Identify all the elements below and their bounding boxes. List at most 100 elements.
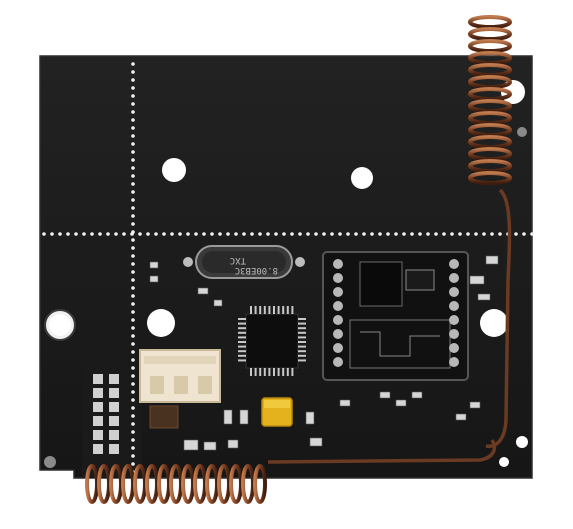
smd-part — [477, 293, 491, 301]
silk-dot — [218, 232, 222, 236]
silk-dot — [131, 462, 135, 466]
silk-dot — [370, 232, 374, 236]
smd-part — [305, 411, 315, 425]
silk-dot — [131, 238, 135, 242]
silk-dot — [131, 406, 135, 410]
silk-dot — [442, 232, 446, 236]
silk-dot — [194, 232, 198, 236]
header-pad — [109, 374, 119, 384]
header-pad — [93, 402, 103, 412]
module-pad — [333, 287, 343, 297]
silk-dot — [131, 414, 135, 418]
silk-dot — [458, 232, 462, 236]
silk-dot — [131, 302, 135, 306]
silk-dot — [131, 134, 135, 138]
mcu-pin — [238, 350, 246, 353]
module-pad — [333, 357, 343, 367]
mcu-pin — [238, 318, 246, 320]
mcu-pin — [268, 368, 271, 376]
mounting-hole — [147, 309, 175, 337]
silk-dot — [474, 232, 478, 236]
silk-dot — [346, 232, 350, 236]
silk-dot — [82, 232, 86, 236]
mcu-pin — [298, 341, 306, 343]
silk-dot — [131, 422, 135, 426]
header-pad — [93, 416, 103, 426]
mcu-pin — [298, 327, 306, 330]
silk-dot — [250, 232, 254, 236]
silk-dot — [131, 366, 135, 370]
silk-dot — [378, 232, 382, 236]
silk-dot — [242, 232, 246, 236]
mcu-pin — [298, 322, 306, 325]
silk-dot — [522, 232, 526, 236]
silk-dot — [274, 232, 278, 236]
silk-dot — [306, 232, 310, 236]
mcu-pin — [238, 354, 246, 357]
mounting-hole — [480, 309, 508, 337]
silk-dot — [131, 174, 135, 178]
coil-turn — [253, 464, 267, 504]
module-pad — [333, 329, 343, 339]
coil-turn — [468, 171, 512, 185]
module-pad — [449, 315, 459, 325]
silk-dot — [146, 232, 150, 236]
silk-dot — [434, 232, 438, 236]
silk-dot — [131, 62, 135, 66]
silk-dot — [131, 78, 135, 82]
crystal-label-line1: TXC — [230, 255, 246, 265]
silk-dot — [90, 232, 94, 236]
silk-dot — [178, 232, 182, 236]
silk-dot — [50, 232, 54, 236]
silk-dot — [450, 232, 454, 236]
smd-part — [149, 275, 159, 283]
silk-dot — [131, 326, 135, 330]
mounting-hole — [162, 158, 186, 182]
pin-header — [93, 374, 119, 454]
silk-dot — [131, 382, 135, 386]
smd-components — [149, 255, 499, 451]
silk-dot — [131, 398, 135, 402]
mcu-pin — [238, 322, 246, 325]
module-pad — [333, 273, 343, 283]
silk-dot — [131, 126, 135, 130]
silk-dot — [131, 70, 135, 74]
silk-dot — [394, 232, 398, 236]
module-pad — [449, 259, 459, 269]
smd-part — [379, 391, 391, 399]
silk-dot — [131, 454, 135, 458]
module-pad — [449, 301, 459, 311]
silk-dot — [498, 232, 502, 236]
smd-part — [183, 439, 199, 451]
silk-dot — [131, 118, 135, 122]
silk-dot — [210, 232, 214, 236]
header-pad — [93, 430, 103, 440]
smd-part — [227, 439, 239, 449]
module-pad — [449, 273, 459, 283]
module-pad — [449, 287, 459, 297]
silk-dot — [202, 232, 206, 236]
silk-dot — [131, 86, 135, 90]
crystal-label-line2: 8.00EB3C — [235, 265, 278, 275]
silk-dot — [131, 142, 135, 146]
silk-dot — [131, 334, 135, 338]
mcu-pin — [298, 336, 306, 339]
mcu-pin — [238, 359, 246, 362]
silk-dot — [131, 222, 135, 226]
module-pad — [333, 259, 343, 269]
silk-dot — [131, 214, 135, 218]
silk-dot — [131, 294, 135, 298]
mcu-pin — [298, 318, 306, 320]
smd-part — [395, 399, 407, 407]
mcu-pin — [263, 306, 266, 314]
tantalum-capacitor — [261, 397, 293, 427]
mcu-pin — [238, 336, 246, 339]
silk-dot — [58, 232, 62, 236]
mcu-chip — [238, 306, 306, 376]
mcu-pin — [250, 368, 252, 376]
silk-dot — [66, 232, 70, 236]
silk-dot — [131, 206, 135, 210]
smd-part — [485, 255, 499, 265]
silk-dot — [131, 94, 135, 98]
